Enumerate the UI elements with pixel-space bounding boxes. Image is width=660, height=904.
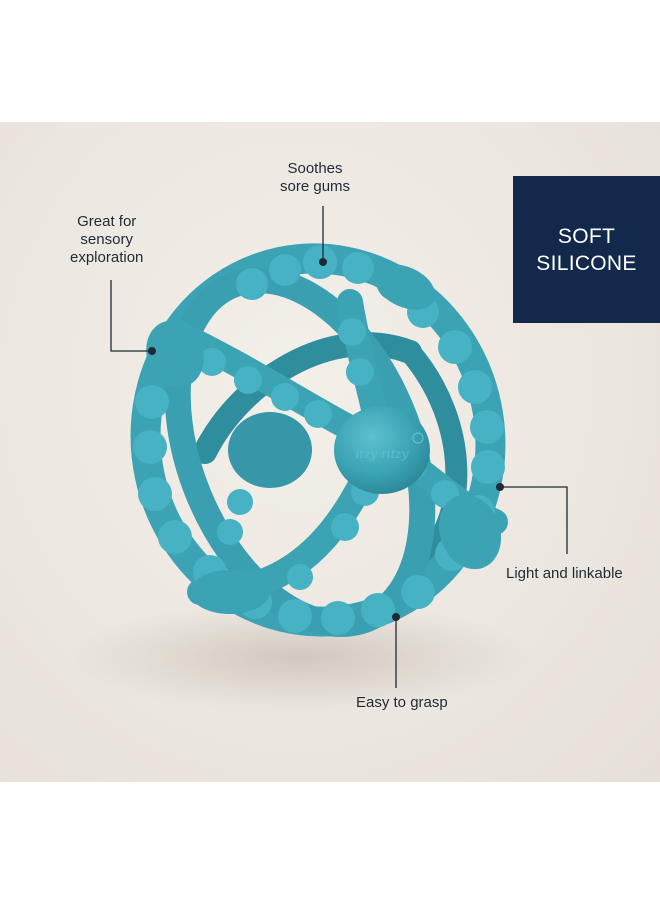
callout-soothes: Soothes sore gums — [280, 160, 350, 196]
callout-grasp-line-1: Easy to grasp — [356, 694, 448, 711]
sensory-dot-icon — [148, 347, 156, 355]
callout-sensory: Great for sensory exploration — [70, 213, 143, 267]
teether-ball — [130, 243, 508, 637]
linkable-dot-icon — [496, 483, 504, 491]
grasp-dot-icon — [392, 613, 400, 621]
soft-silicone-badge: SOFT SILICONE — [513, 176, 660, 323]
callout-soothes-line-2: sore gums — [280, 178, 351, 195]
linkable-callout-line — [500, 486, 568, 554]
callout-linkable: Light and linkable — [506, 565, 623, 583]
callout-dots — [148, 258, 504, 621]
registered-mark-icon — [412, 432, 424, 444]
callout-linkable-line-1: Light and linkable — [506, 565, 623, 582]
badge-line-1: SOFT — [557, 224, 616, 248]
brand-logo: itzy ritzy — [355, 447, 408, 461]
back-hub — [228, 412, 312, 488]
badge-line-2: SILICONE — [536, 251, 637, 275]
callout-soothes-line-1: Soothes — [287, 160, 343, 177]
soothes-dot-icon — [319, 258, 327, 266]
callout-lines — [110, 206, 568, 688]
callout-sensory-line-3: exploration — [70, 249, 144, 266]
product-photo: itzy ritzy SOFT SILICONE Soothes sore g — [0, 122, 660, 782]
front-hub — [334, 406, 430, 494]
sensory-callout-line — [110, 280, 152, 352]
callout-sensory-line-2: sensory — [80, 231, 133, 248]
shadow — [70, 602, 530, 712]
teether-ball-illustration: itzy ritzy — [70, 206, 568, 712]
callout-grasp: Easy to grasp — [356, 694, 448, 712]
callout-sensory-line-1: Great for — [77, 213, 137, 230]
